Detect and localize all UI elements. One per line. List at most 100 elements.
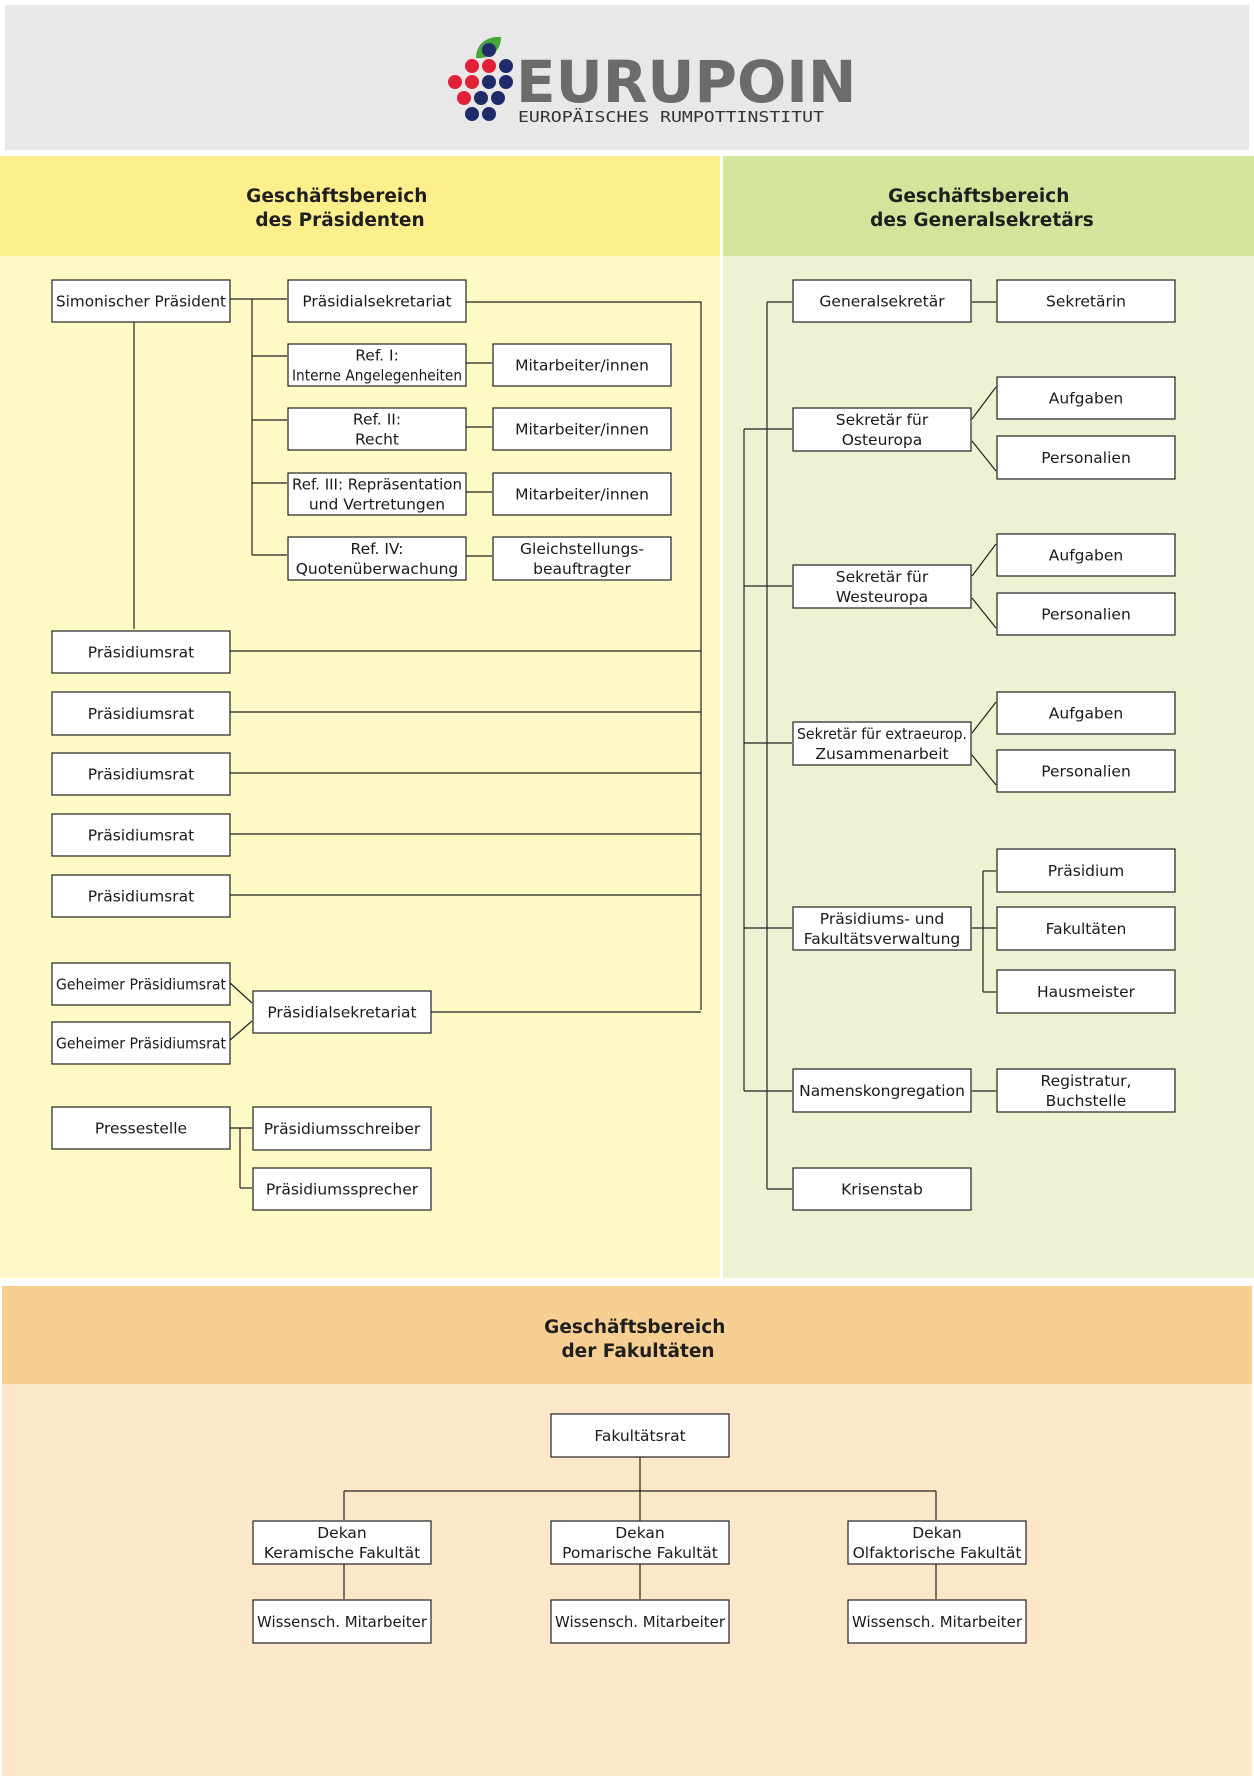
- box-ref-3-mitarbeiter: Mitarbeiter/innen: [492, 472, 672, 516]
- box-extraeuropaeisch-personalien-frame: [996, 749, 1176, 793]
- box-ref-3-label: Ref. III: Repräsentation: [292, 476, 462, 494]
- box-westeuropa-personalien: Personalien: [996, 592, 1176, 636]
- box-ref-4-gleichstellung-frame: [492, 536, 672, 581]
- box-praesidiumssprecher-frame: [252, 1167, 432, 1211]
- box-praesidiumsrat-5: Präsidiumsrat: [51, 874, 231, 918]
- box-extraeuropaeisch-aufgaben-label: Aufgaben: [1049, 705, 1123, 723]
- box-westeuropa-aufgaben-frame: [996, 533, 1176, 577]
- grape-dot: [482, 75, 496, 89]
- box-registratur-buchstelle-label: Buchstelle: [1046, 1092, 1127, 1110]
- box-ref-4-gleichstellung-label: Gleichstellungs-: [520, 540, 644, 558]
- connector-line: [971, 597, 997, 629]
- box-pressestelle: Pressestelle: [51, 1106, 231, 1150]
- box-praesidialsekretariat: Präsidialsekretariat: [287, 279, 467, 323]
- box-ref-1-label: Interne Angelegenheiten: [292, 367, 462, 385]
- connector-line: [971, 754, 997, 786]
- grape-dot: [482, 43, 496, 57]
- box-dekan-olfaktorische-fakultaet-frame: [847, 1520, 1027, 1565]
- box-ref-3-label: und Vertretungen: [309, 496, 445, 514]
- logo-subtitle: EUROPÄISCHES RUMPOTTINSTITUT: [518, 107, 824, 126]
- faculty-title-line-1: Geschäftsbereich: [544, 1317, 725, 1338]
- box-ref-2-frame: [287, 407, 467, 451]
- box-dekan-olfaktorische-fakultaet-label: Olfaktorische Fakultät: [853, 1544, 1022, 1562]
- box-praesidium-frame: [996, 848, 1176, 893]
- box-generalsekretaer-frame: [792, 279, 972, 323]
- grape-dot: [465, 75, 479, 89]
- box-sekretaerin-label: Sekretärin: [1046, 293, 1126, 311]
- box-osteuropa-personalien: Personalien: [996, 435, 1176, 480]
- box-ref-2: Ref. II:Recht: [287, 407, 467, 451]
- box-sekretaer-westeuropa-label: Sekretär für: [836, 568, 929, 586]
- grape-dot: [465, 107, 479, 121]
- box-praesidiumsrat-2-label: Präsidiumsrat: [88, 705, 194, 723]
- box-westeuropa-aufgaben: Aufgaben: [996, 533, 1176, 577]
- connector-line: [971, 543, 997, 577]
- box-wissensch-mitarbeiter-olfaktorik: Wissensch. Mitarbeiter: [847, 1599, 1027, 1644]
- connector-line: [466, 301, 702, 1010]
- box-sekretaer-osteuropa-label: Sekretär für: [836, 411, 929, 429]
- box-ref-2-label: Recht: [355, 431, 399, 449]
- box-registratur-buchstelle-label: Registratur,: [1041, 1072, 1132, 1090]
- box-sekretaer-westeuropa-frame: [792, 564, 972, 609]
- connector-line: [228, 981, 253, 1004]
- box-praesidiumsrat-5-label: Präsidiumsrat: [88, 888, 194, 906]
- box-praesidiumsschreiber-label: Präsidiumsschreiber: [264, 1120, 421, 1138]
- box-geheimer-praesidiumsrat-1-frame: [51, 962, 231, 1006]
- box-simonischer-praesident-label: Simonischer Präsident: [56, 293, 226, 311]
- box-ref-4-frame: [287, 536, 467, 581]
- box-praesidiumsrat-4: Präsidiumsrat: [51, 813, 231, 857]
- box-ref-3-frame: [287, 472, 467, 516]
- grape-dot: [482, 107, 496, 121]
- box-dekan-keramische-fakultaet-frame: [252, 1520, 432, 1565]
- connector-line: [971, 386, 997, 420]
- box-praesidiumsrat-3-frame: [51, 752, 231, 796]
- president-title-line-1: Geschäftsbereich: [246, 186, 427, 207]
- box-ref-2-mitarbeiter-frame: [492, 407, 672, 451]
- grape-dot: [465, 59, 479, 73]
- box-geheimer-praesidiumsrat-2: Geheimer Präsidiumsrat: [51, 1021, 231, 1065]
- box-praesidiums-fakultaetsverwaltung-frame: [792, 906, 972, 951]
- box-wissensch-mitarbeiter-pomar: Wissensch. Mitarbeiter: [550, 1599, 730, 1644]
- box-praesidialsekretariat-2-label: Präsidialsekretariat: [267, 1004, 416, 1022]
- box-osteuropa-aufgaben-frame: [996, 376, 1176, 420]
- box-dekan-keramische-fakultaet-label: Dekan: [317, 1524, 367, 1542]
- box-ref-1-mitarbeiter-label: Mitarbeiter/innen: [515, 357, 649, 375]
- box-praesidiumsrat-1: Präsidiumsrat: [51, 630, 231, 674]
- box-ref-3-mitarbeiter-frame: [492, 472, 672, 516]
- box-osteuropa-aufgaben-label: Aufgaben: [1049, 390, 1123, 408]
- box-ref-1-mitarbeiter: Mitarbeiter/innen: [492, 343, 672, 387]
- box-praesidiumssprecher: Präsidiumssprecher: [252, 1167, 432, 1211]
- box-praesidiums-fakultaetsverwaltung-label: Fakultätsverwaltung: [804, 930, 960, 948]
- box-westeuropa-personalien-frame: [996, 592, 1176, 636]
- box-praesidium: Präsidium: [996, 848, 1176, 893]
- box-hausmeister-frame: [996, 969, 1176, 1014]
- box-geheimer-praesidiumsrat-2-frame: [51, 1021, 231, 1065]
- grape-dot: [499, 59, 513, 73]
- box-krisenstab-frame: [792, 1167, 972, 1211]
- box-ref-4-label: Ref. IV:: [351, 540, 404, 558]
- box-generalsekretaer: Generalsekretär: [792, 279, 972, 323]
- box-dekan-olfaktorische-fakultaet-label: Dekan: [912, 1524, 962, 1542]
- box-westeuropa-personalien-label: Personalien: [1041, 606, 1131, 624]
- box-ref-2-mitarbeiter-label: Mitarbeiter/innen: [515, 421, 649, 439]
- box-registratur-buchstelle: Registratur, Buchstelle: [996, 1068, 1176, 1113]
- grape-dot: [457, 91, 471, 105]
- box-osteuropa-personalien-frame: [996, 435, 1176, 480]
- box-sekretaer-extraeuropaeisch-label: Zusammenarbeit: [815, 745, 948, 763]
- box-osteuropa-aufgaben: Aufgaben: [996, 376, 1176, 420]
- box-fakultaeten-label: Fakultäten: [1046, 920, 1127, 938]
- box-praesidialsekretariat-2: Präsidialsekretariat: [252, 990, 432, 1034]
- president-section-header: [0, 156, 720, 256]
- box-sekretaer-extraeuropaeisch-label: Sekretär für extraeurop.: [797, 725, 967, 743]
- box-sekretaer-extraeuropaeisch-frame: [792, 721, 972, 766]
- box-praesidiumssprecher-label: Präsidiumssprecher: [266, 1181, 419, 1199]
- box-praesidiumsrat-1-label: Präsidiumsrat: [88, 644, 194, 662]
- box-praesidiumsrat-3: Präsidiumsrat: [51, 752, 231, 796]
- box-praesidialsekretariat-2-frame: [252, 990, 432, 1034]
- box-simonischer-praesident-frame: [51, 279, 231, 323]
- general-section-header: [723, 156, 1254, 256]
- box-praesidiumsrat-1-frame: [51, 630, 231, 674]
- box-hausmeister-label: Hausmeister: [1037, 983, 1136, 1001]
